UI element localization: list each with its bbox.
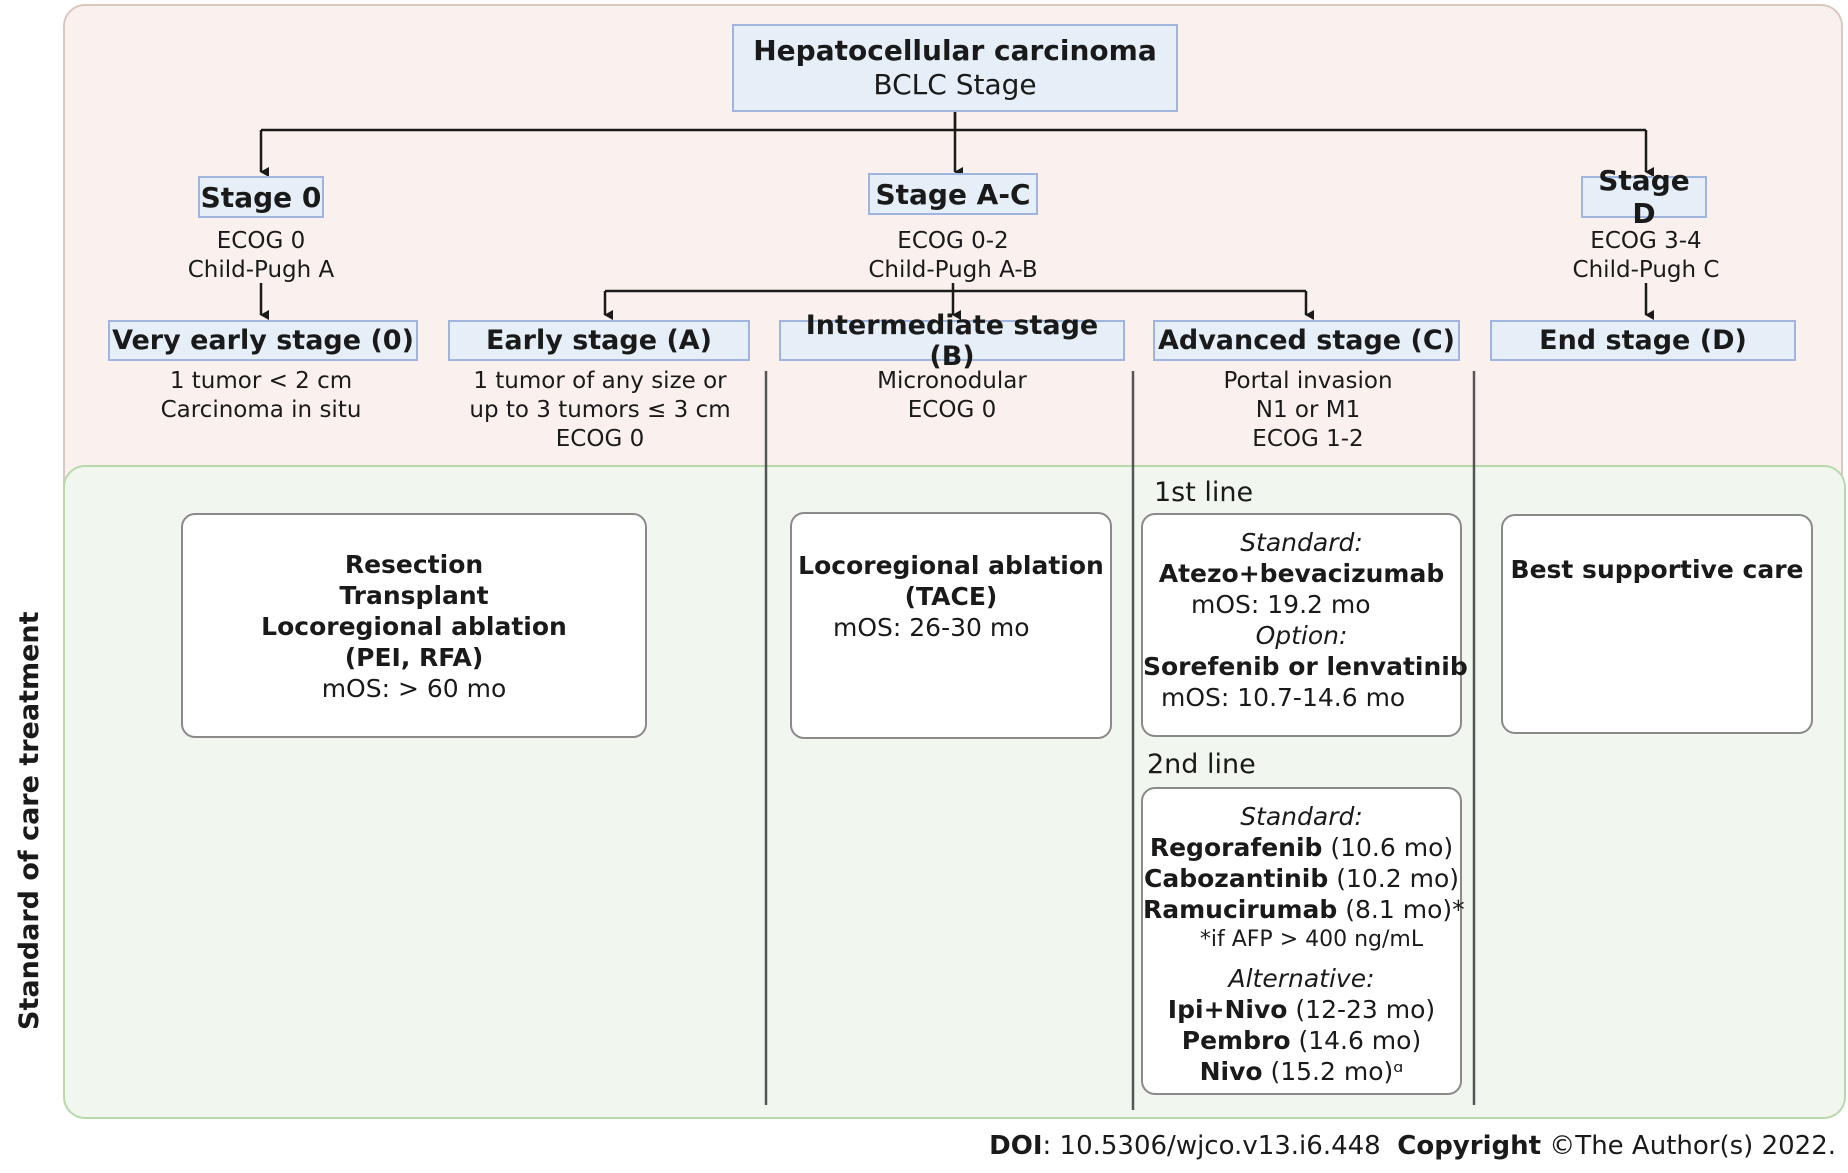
list-item: Ipi+Nivo (12-23 mo) (1167, 995, 1436, 1024)
first-line-heading: 1st line (1154, 477, 1254, 508)
stage-a-c-box: Stage A-C (868, 173, 1038, 215)
title-main: Hepatocellular carcinoma (753, 34, 1157, 67)
advanced-stage-box: Advanced stage (C) (1153, 320, 1460, 361)
intermediate-desc: Micronodular ECOG 0 (877, 368, 1027, 423)
first-line-card: Standard: Atezo+bevacizumab mOS: 19.2 mo… (1141, 513, 1468, 737)
early-stage-box: Early stage (A) (448, 320, 750, 361)
list-item: Ramucirumab (8.1 mo)* (1143, 895, 1465, 924)
stage-0-label: Stage 0 (200, 180, 322, 214)
list-item: Regorafenib (10.6 mo) (1149, 833, 1454, 862)
second-line-card: Standard: Regorafenib (10.6 mo) Cabozant… (1141, 787, 1465, 1095)
title-box: Hepatocellular carcinoma BCLC Stage (732, 24, 1178, 112)
very-early-stage-box: Very early stage (0) (108, 320, 418, 361)
intermediate-treatment-card: Locoregional ablation (TACE) mOS: 26-30 … (790, 512, 1112, 739)
intermediate-stage-box: Intermediate stage (B) (779, 310, 1125, 372)
footer-citation: DOI: 10.5306/wjco.v13.i6.448 Copyright ©… (989, 1131, 1836, 1161)
title-sub: BCLC Stage (873, 68, 1037, 101)
stage-d-box: Stage D (1581, 164, 1707, 230)
end-stage-treatment-card: Best supportive care (1501, 514, 1813, 734)
advanced-desc: Portal invasion N1 or M1 ECOG 1-2 (1223, 368, 1393, 452)
second-line-heading: 2nd line (1147, 749, 1256, 780)
very-early-treatment-card: Resection Transplant Locoregional ablati… (181, 513, 647, 738)
very-early-desc: 1 tumor < 2 cm Carcinoma in situ (160, 368, 362, 423)
list-item: Cabozantinib (10.2 mo) (1143, 864, 1459, 893)
stage-0-criteria: ECOG 0 Child-Pugh A (187, 228, 335, 283)
stage-d-criteria: ECOG 3-4 Child-Pugh C (1572, 228, 1720, 283)
stage-a-c-criteria: ECOG 0-2 Child-Pugh A-B (868, 228, 1038, 283)
side-label: Standard of care treatment (14, 611, 45, 1030)
stage-a-c-label: Stage A-C (875, 177, 1031, 211)
stage-0-box: Stage 0 (198, 176, 324, 218)
stage-d-label: Stage D (1598, 164, 1690, 230)
list-item: Pembro (14.6 mo) (1181, 1026, 1422, 1055)
list-item: Nivo (15.2 mo)ᵅ (1199, 1057, 1404, 1086)
end-stage-box: End stage (D) (1490, 320, 1796, 361)
early-desc: 1 tumor of any size or up to 3 tumors ≤ … (469, 368, 731, 452)
afp-footnote: *if AFP > 400 ng/mL (1199, 927, 1424, 952)
